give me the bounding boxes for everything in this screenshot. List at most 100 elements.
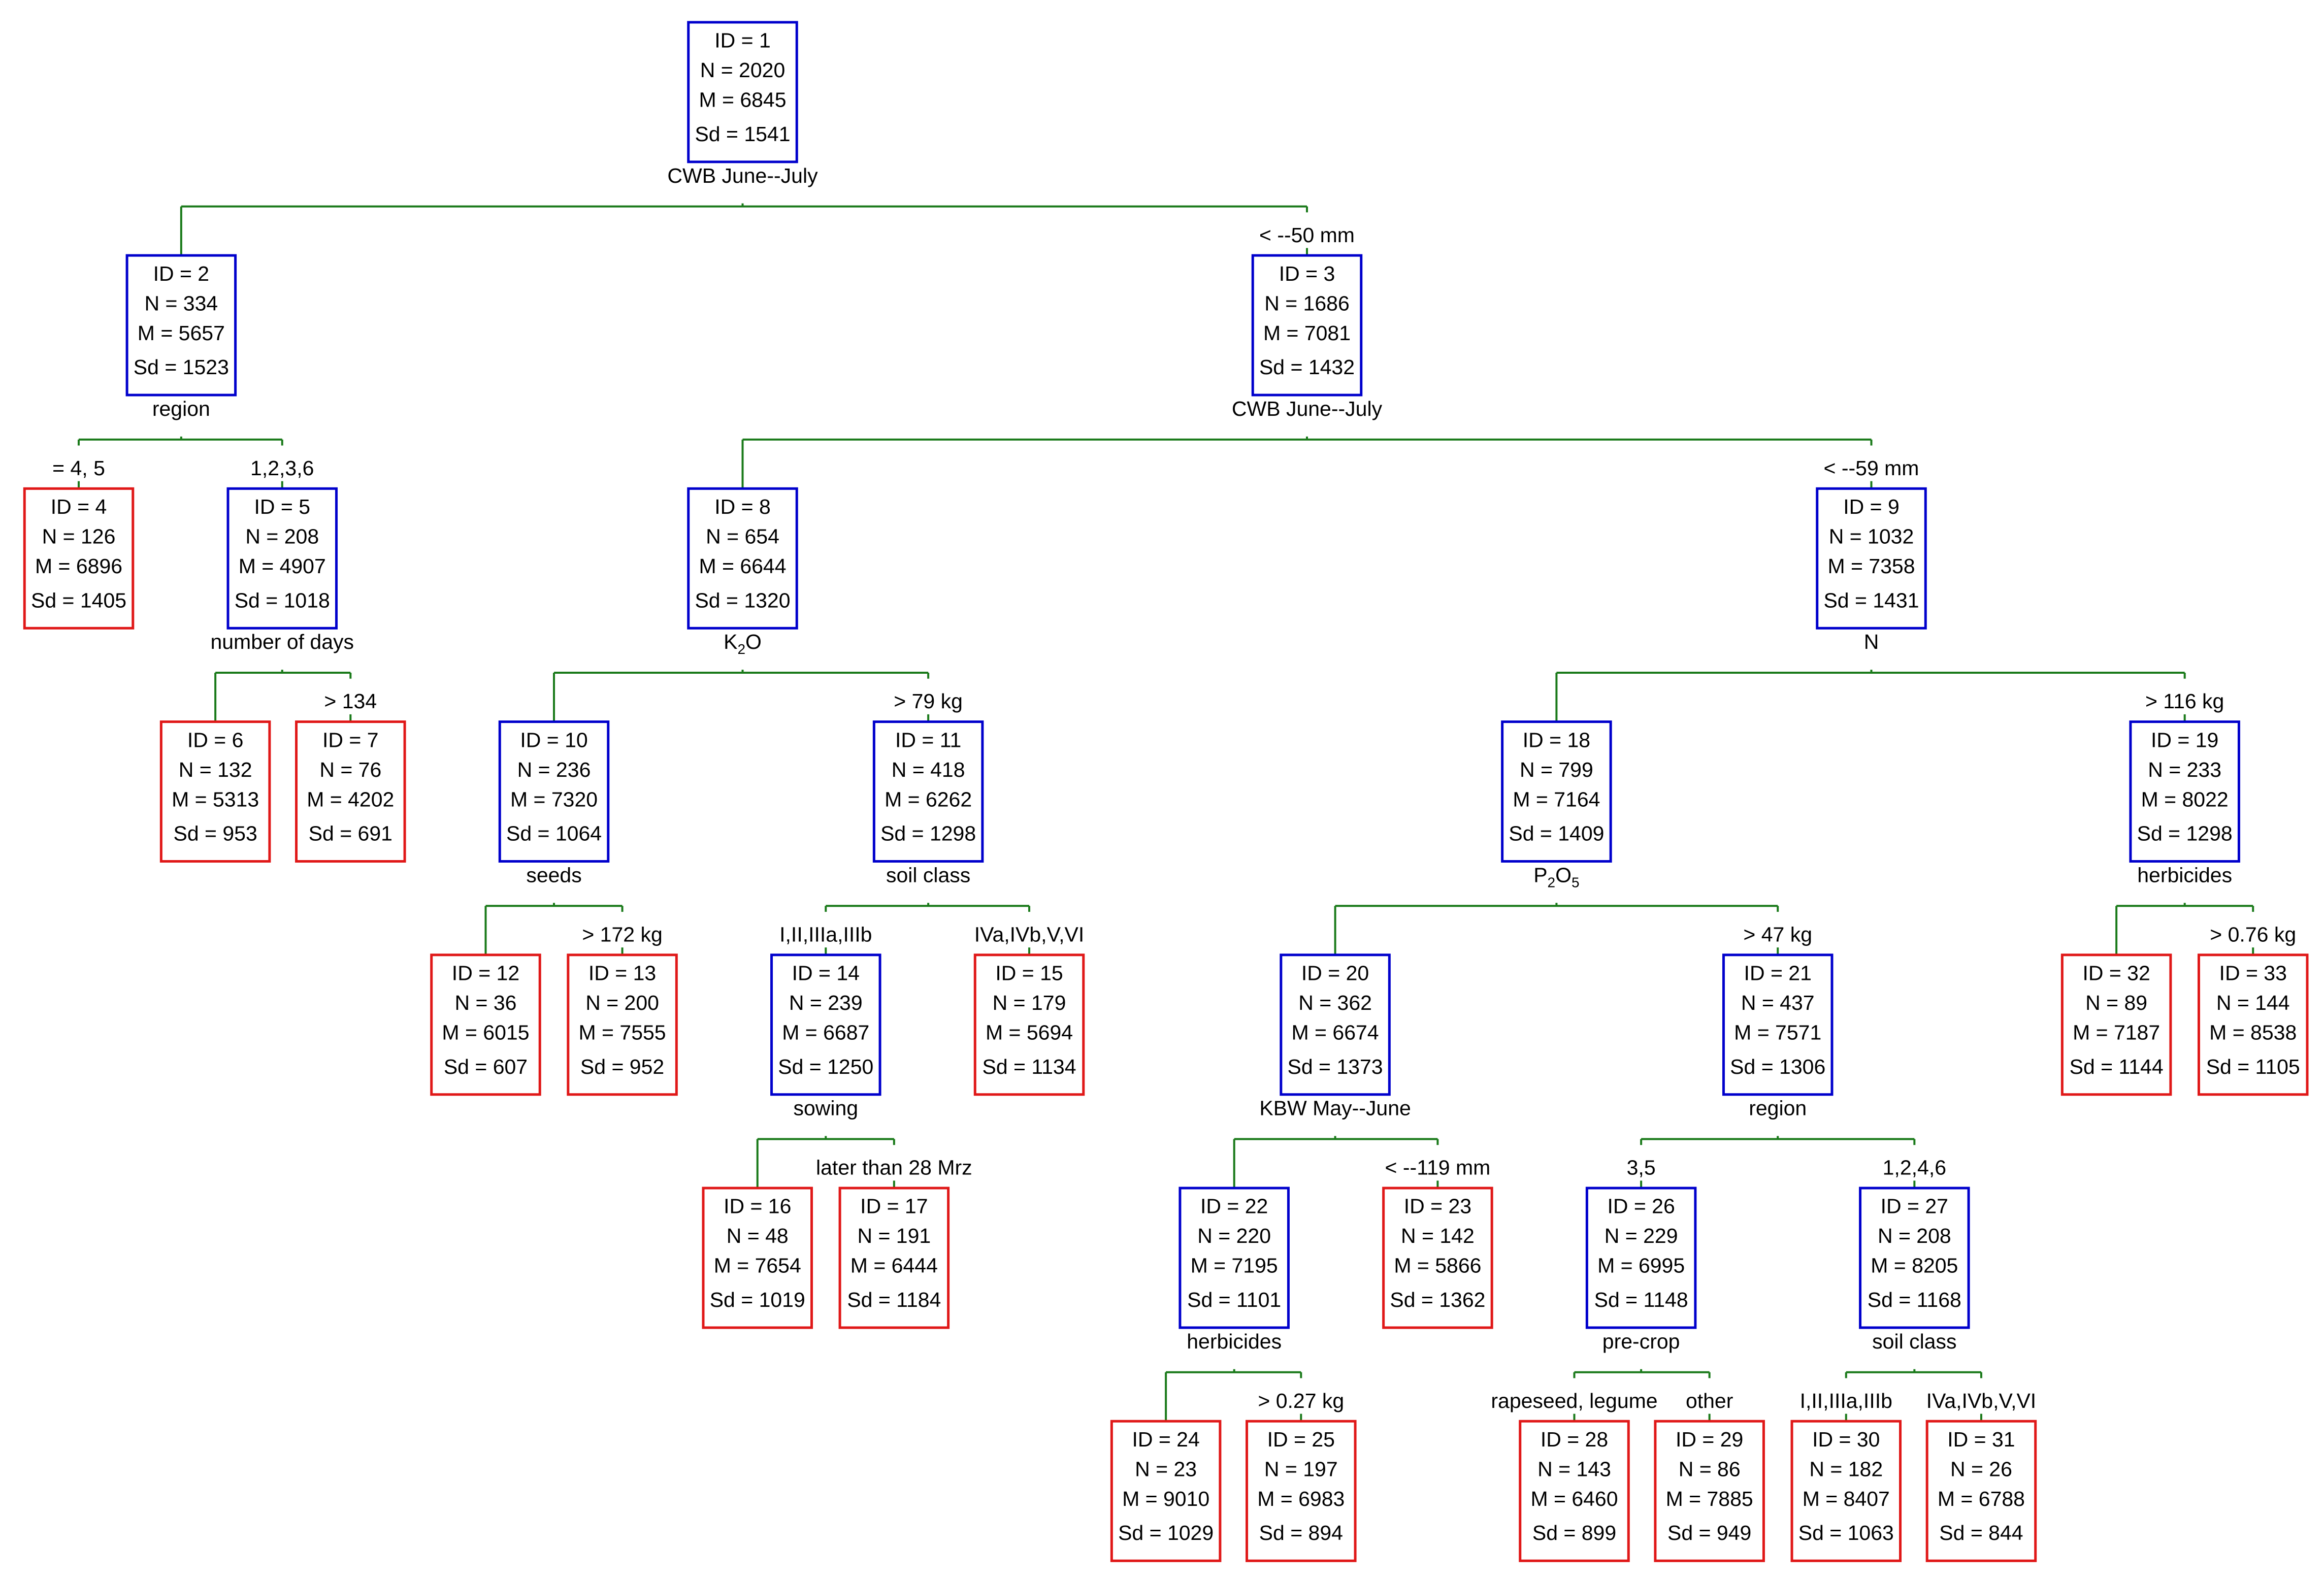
node-25-line-1: ID = 25 (1267, 1428, 1335, 1451)
split-label-20: KBW May--June (1259, 1097, 1411, 1120)
node-20-line-3: M = 6674 (1292, 1021, 1379, 1044)
node-11-line-3: M = 6262 (885, 787, 972, 811)
node-29-line-4: Sd = 949 (1667, 1521, 1751, 1544)
branch-label-21: > 47 kg (1743, 923, 1812, 946)
branch-label-28: rapeseed, legume (1491, 1389, 1657, 1412)
branch-label-11: > 79 kg (894, 689, 963, 713)
node-30-line-4: Sd = 1063 (1798, 1521, 1894, 1544)
node-22-line-4: Sd = 1101 (1187, 1288, 1281, 1311)
node-box-31 (1925, 1420, 2037, 1562)
node-6-line-4: Sd = 953 (173, 822, 257, 845)
node-16-line-1: ID = 16 (724, 1195, 791, 1218)
node-4-line-4: Sd = 1405 (31, 588, 126, 612)
node-5-line-3: M = 4907 (239, 554, 326, 578)
node-33-line-4: Sd = 1105 (2206, 1055, 2300, 1078)
node-15-line-3: M = 5694 (986, 1021, 1073, 1044)
node-box-28 (1519, 1420, 1630, 1562)
tree-node-5: ID = 5 N = 208 M = 4907 Sd = 1018 number of … (210, 456, 354, 653)
node-box-23 (1382, 1187, 1493, 1329)
node-27-line-2: N = 208 (1878, 1224, 1951, 1247)
node-3-line-4: Sd = 1432 (1259, 355, 1355, 379)
node-33-line-3: M = 8538 (2209, 1021, 2297, 1044)
node-box-6 (159, 720, 271, 863)
node-box-17 (838, 1187, 950, 1329)
node-21-line-4: Sd = 1306 (1730, 1055, 1825, 1078)
node-26-line-3: M = 6995 (1597, 1254, 1685, 1277)
node-21-line-1: ID = 21 (1744, 962, 1812, 985)
split-label-1: CWB June--July (667, 164, 818, 187)
node-9-line-2: N = 1032 (1829, 525, 1914, 548)
node-5-line-2: N = 208 (245, 525, 319, 548)
node-box-25 (1246, 1420, 1357, 1562)
node-box-32 (2060, 953, 2172, 1096)
branch-label-15: IVa,IVb,V,VI (974, 923, 1085, 946)
node-28-line-3: M = 6460 (1530, 1487, 1618, 1510)
node-5-line-1: ID = 5 (254, 495, 310, 518)
branch-label-27: 1,2,4,6 (1883, 1156, 1946, 1179)
node-17-line-3: M = 6444 (850, 1254, 938, 1277)
node-box-3 (1251, 254, 1363, 397)
node-11-line-4: Sd = 1298 (880, 822, 976, 845)
node-24-line-4: Sd = 1029 (1118, 1521, 1214, 1544)
node-23-line-1: ID = 23 (1404, 1195, 1471, 1218)
node-27-line-4: Sd = 1168 (1868, 1288, 1961, 1311)
node-26-line-1: ID = 26 (1607, 1195, 1675, 1218)
node-30-line-2: N = 182 (1809, 1457, 1883, 1481)
node-box-29 (1654, 1420, 1765, 1562)
node-32-line-3: M = 7187 (2073, 1021, 2160, 1044)
node-24-line-1: ID = 24 (1132, 1428, 1199, 1451)
node-22-line-3: M = 7195 (1191, 1254, 1278, 1277)
split-label-22: herbicides (1187, 1330, 1282, 1353)
node-15-line-4: Sd = 1134 (983, 1055, 1076, 1078)
node-8-line-4: Sd = 1320 (695, 588, 790, 612)
node-23-line-3: M = 5866 (1394, 1254, 1481, 1277)
node-15-line-1: ID = 15 (995, 962, 1063, 985)
branch-label-19: > 116 kg (2145, 689, 2224, 713)
split-label-26: pre-crop (1602, 1330, 1680, 1353)
node-4-line-2: N = 126 (42, 525, 116, 548)
node-31-line-4: Sd = 844 (1939, 1521, 2023, 1544)
node-31-line-3: M = 6788 (1938, 1487, 2025, 1510)
node-7-line-4: Sd = 691 (309, 822, 392, 845)
node-14-line-1: ID = 14 (792, 962, 860, 985)
node-13-line-1: ID = 13 (588, 962, 656, 985)
node-20-line-1: ID = 20 (1301, 962, 1369, 985)
node-box-18 (1501, 720, 1612, 863)
branch-label-17: later than 28 Mrz (816, 1156, 972, 1179)
node-box-13 (567, 953, 678, 1096)
node-15-line-2: N = 179 (993, 991, 1066, 1014)
branch-label-26: 3,5 (1627, 1156, 1656, 1179)
node-12-line-2: N = 36 (454, 991, 516, 1014)
node-26-line-4: Sd = 1148 (1594, 1288, 1688, 1311)
node-9-line-1: ID = 9 (1843, 495, 1900, 518)
node-box-8 (687, 487, 798, 630)
node-11-line-2: N = 418 (892, 758, 965, 781)
node-32-line-2: N = 89 (2085, 991, 2147, 1014)
node-16-line-2: N = 48 (727, 1224, 789, 1247)
node-24-line-2: N = 23 (1135, 1457, 1197, 1481)
split-label-5: number of days (210, 630, 354, 653)
node-box-10 (498, 720, 610, 863)
node-1-line-2: N = 2020 (700, 58, 785, 82)
node-7-line-3: M = 4202 (307, 787, 394, 811)
node-box-24 (1110, 1420, 1222, 1562)
node-5-line-4: Sd = 1018 (235, 588, 330, 612)
node-1-line-3: M = 6845 (699, 88, 786, 112)
node-21-line-2: N = 437 (1741, 991, 1815, 1014)
